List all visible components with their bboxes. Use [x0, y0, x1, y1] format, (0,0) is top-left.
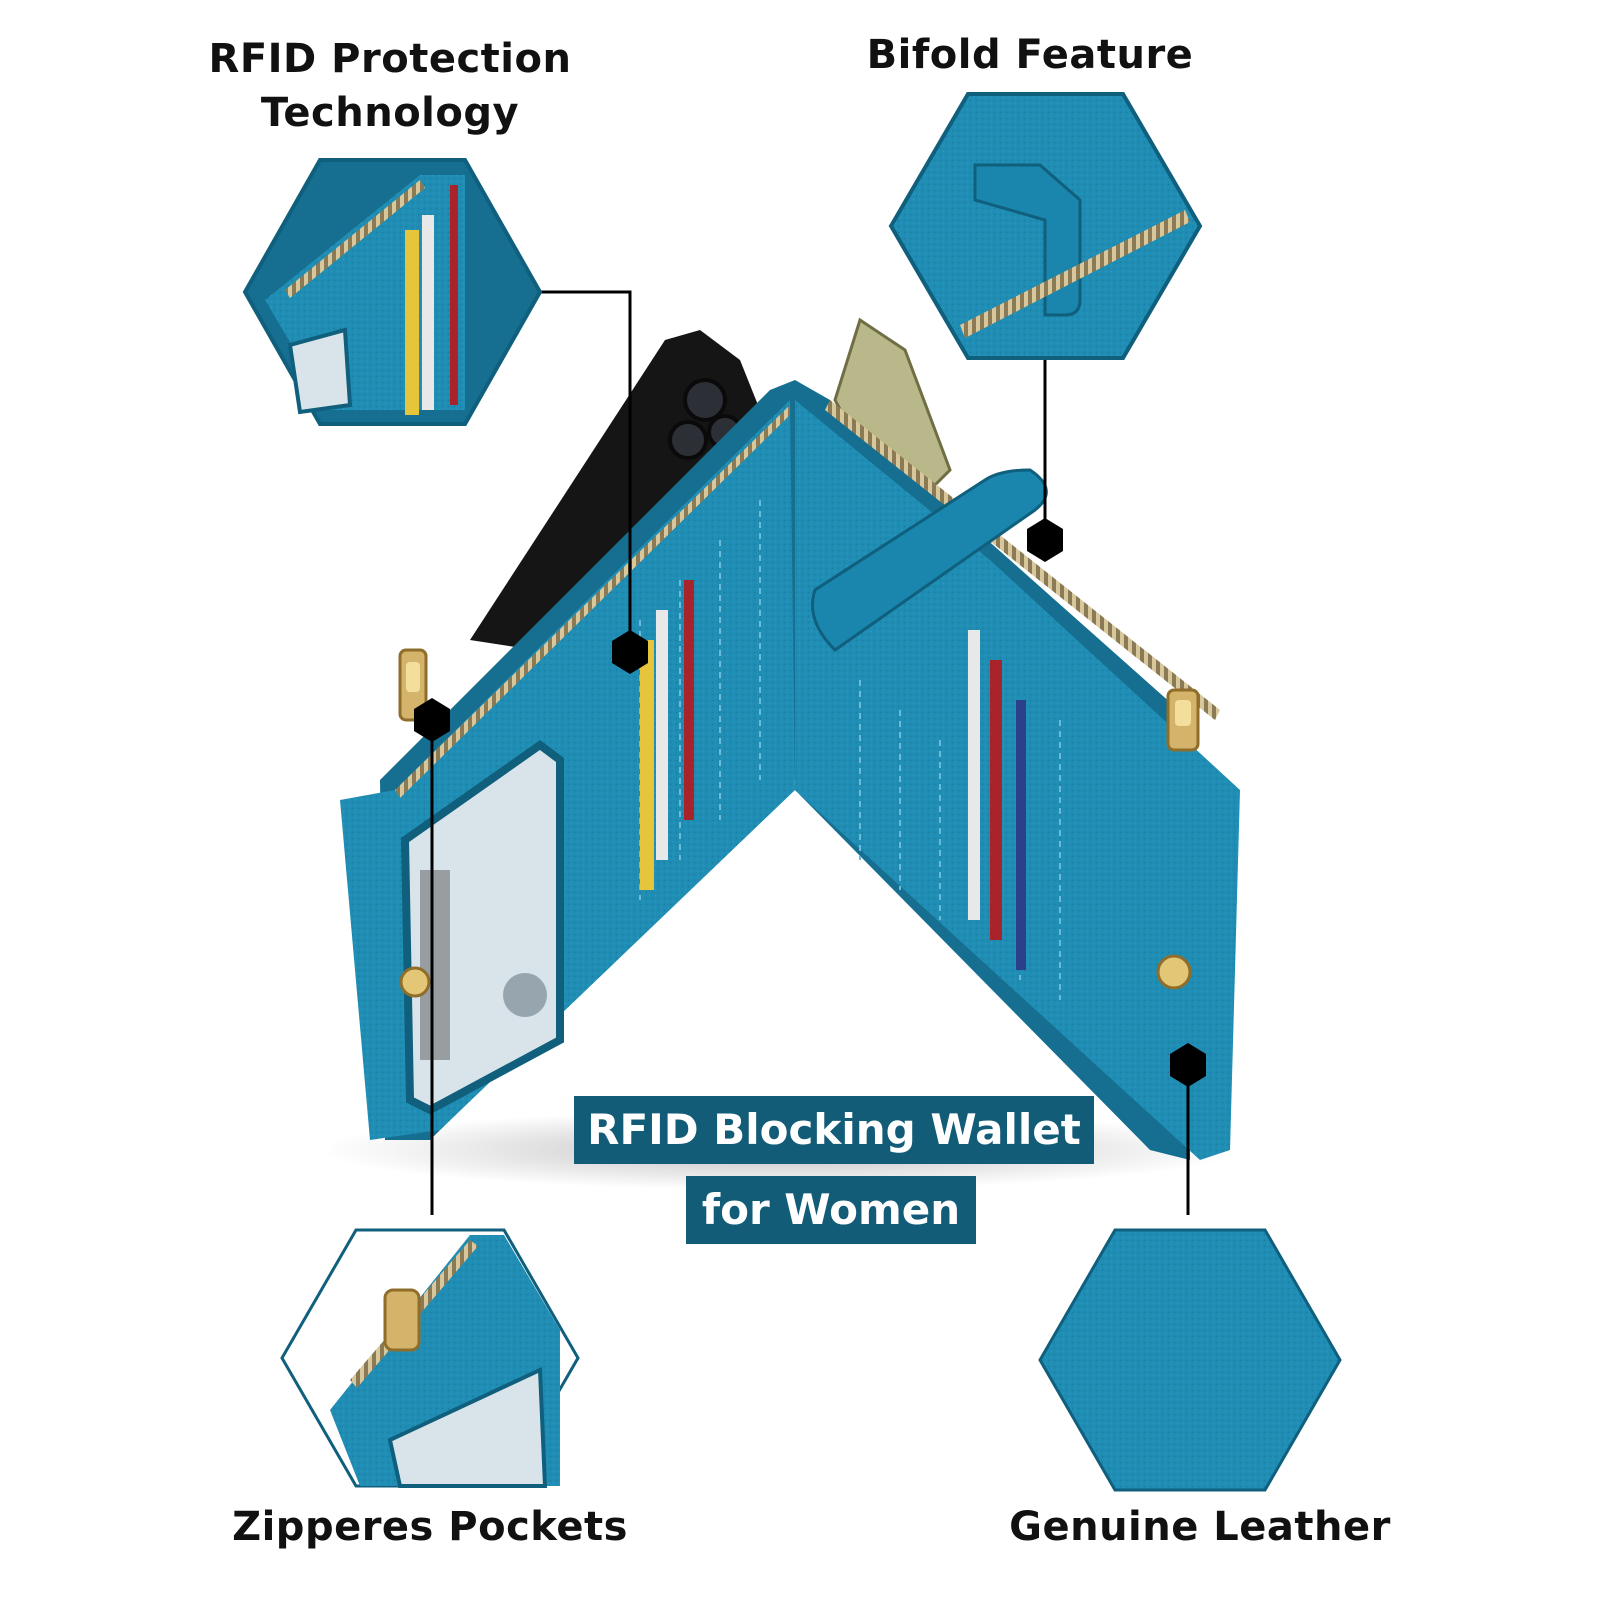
product-title-line2: for Women: [686, 1176, 976, 1244]
camera-lens-icon: [668, 420, 708, 460]
zipper-track: [825, 400, 1220, 720]
card-red: [684, 580, 694, 820]
hexagon-zippered-pockets: [280, 1228, 580, 1488]
hexagon-genuine-leather: [1038, 1228, 1342, 1492]
wallet-left-panel: [340, 330, 795, 1140]
hexagon-bifold-feature: [888, 92, 1203, 360]
card-white: [968, 630, 980, 920]
hexagon-rfid-protection: [242, 158, 543, 426]
label-rfid-line2: Technology: [260, 90, 520, 136]
label-rfid-protection: RFID Protection Technology: [190, 32, 590, 140]
card-white: [656, 610, 668, 860]
zipper-pull-icon: [1166, 688, 1200, 752]
wallet-right-panel: [795, 317, 1240, 1160]
card-yellow: [640, 640, 654, 890]
label-zippered-pockets: Zipperes Pockets: [232, 1504, 628, 1550]
card-red: [990, 660, 1002, 940]
card-blue: [1016, 700, 1026, 970]
label-rfid-line1: RFID Protection: [208, 36, 572, 82]
snap-button-icon: [399, 966, 431, 998]
connector-dots: [414, 518, 1206, 1087]
id-window: [400, 740, 564, 1115]
zipper-pull-icon: [398, 648, 428, 722]
zipper-track: [395, 405, 790, 798]
camera-lens-icon: [683, 378, 727, 422]
product-title-line1: RFID Blocking Wallet: [574, 1096, 1094, 1164]
label-genuine-leather: Genuine Leather: [1009, 1504, 1391, 1550]
snap-button-icon: [1156, 954, 1192, 990]
label-bifold-feature: Bifold Feature: [866, 32, 1194, 78]
